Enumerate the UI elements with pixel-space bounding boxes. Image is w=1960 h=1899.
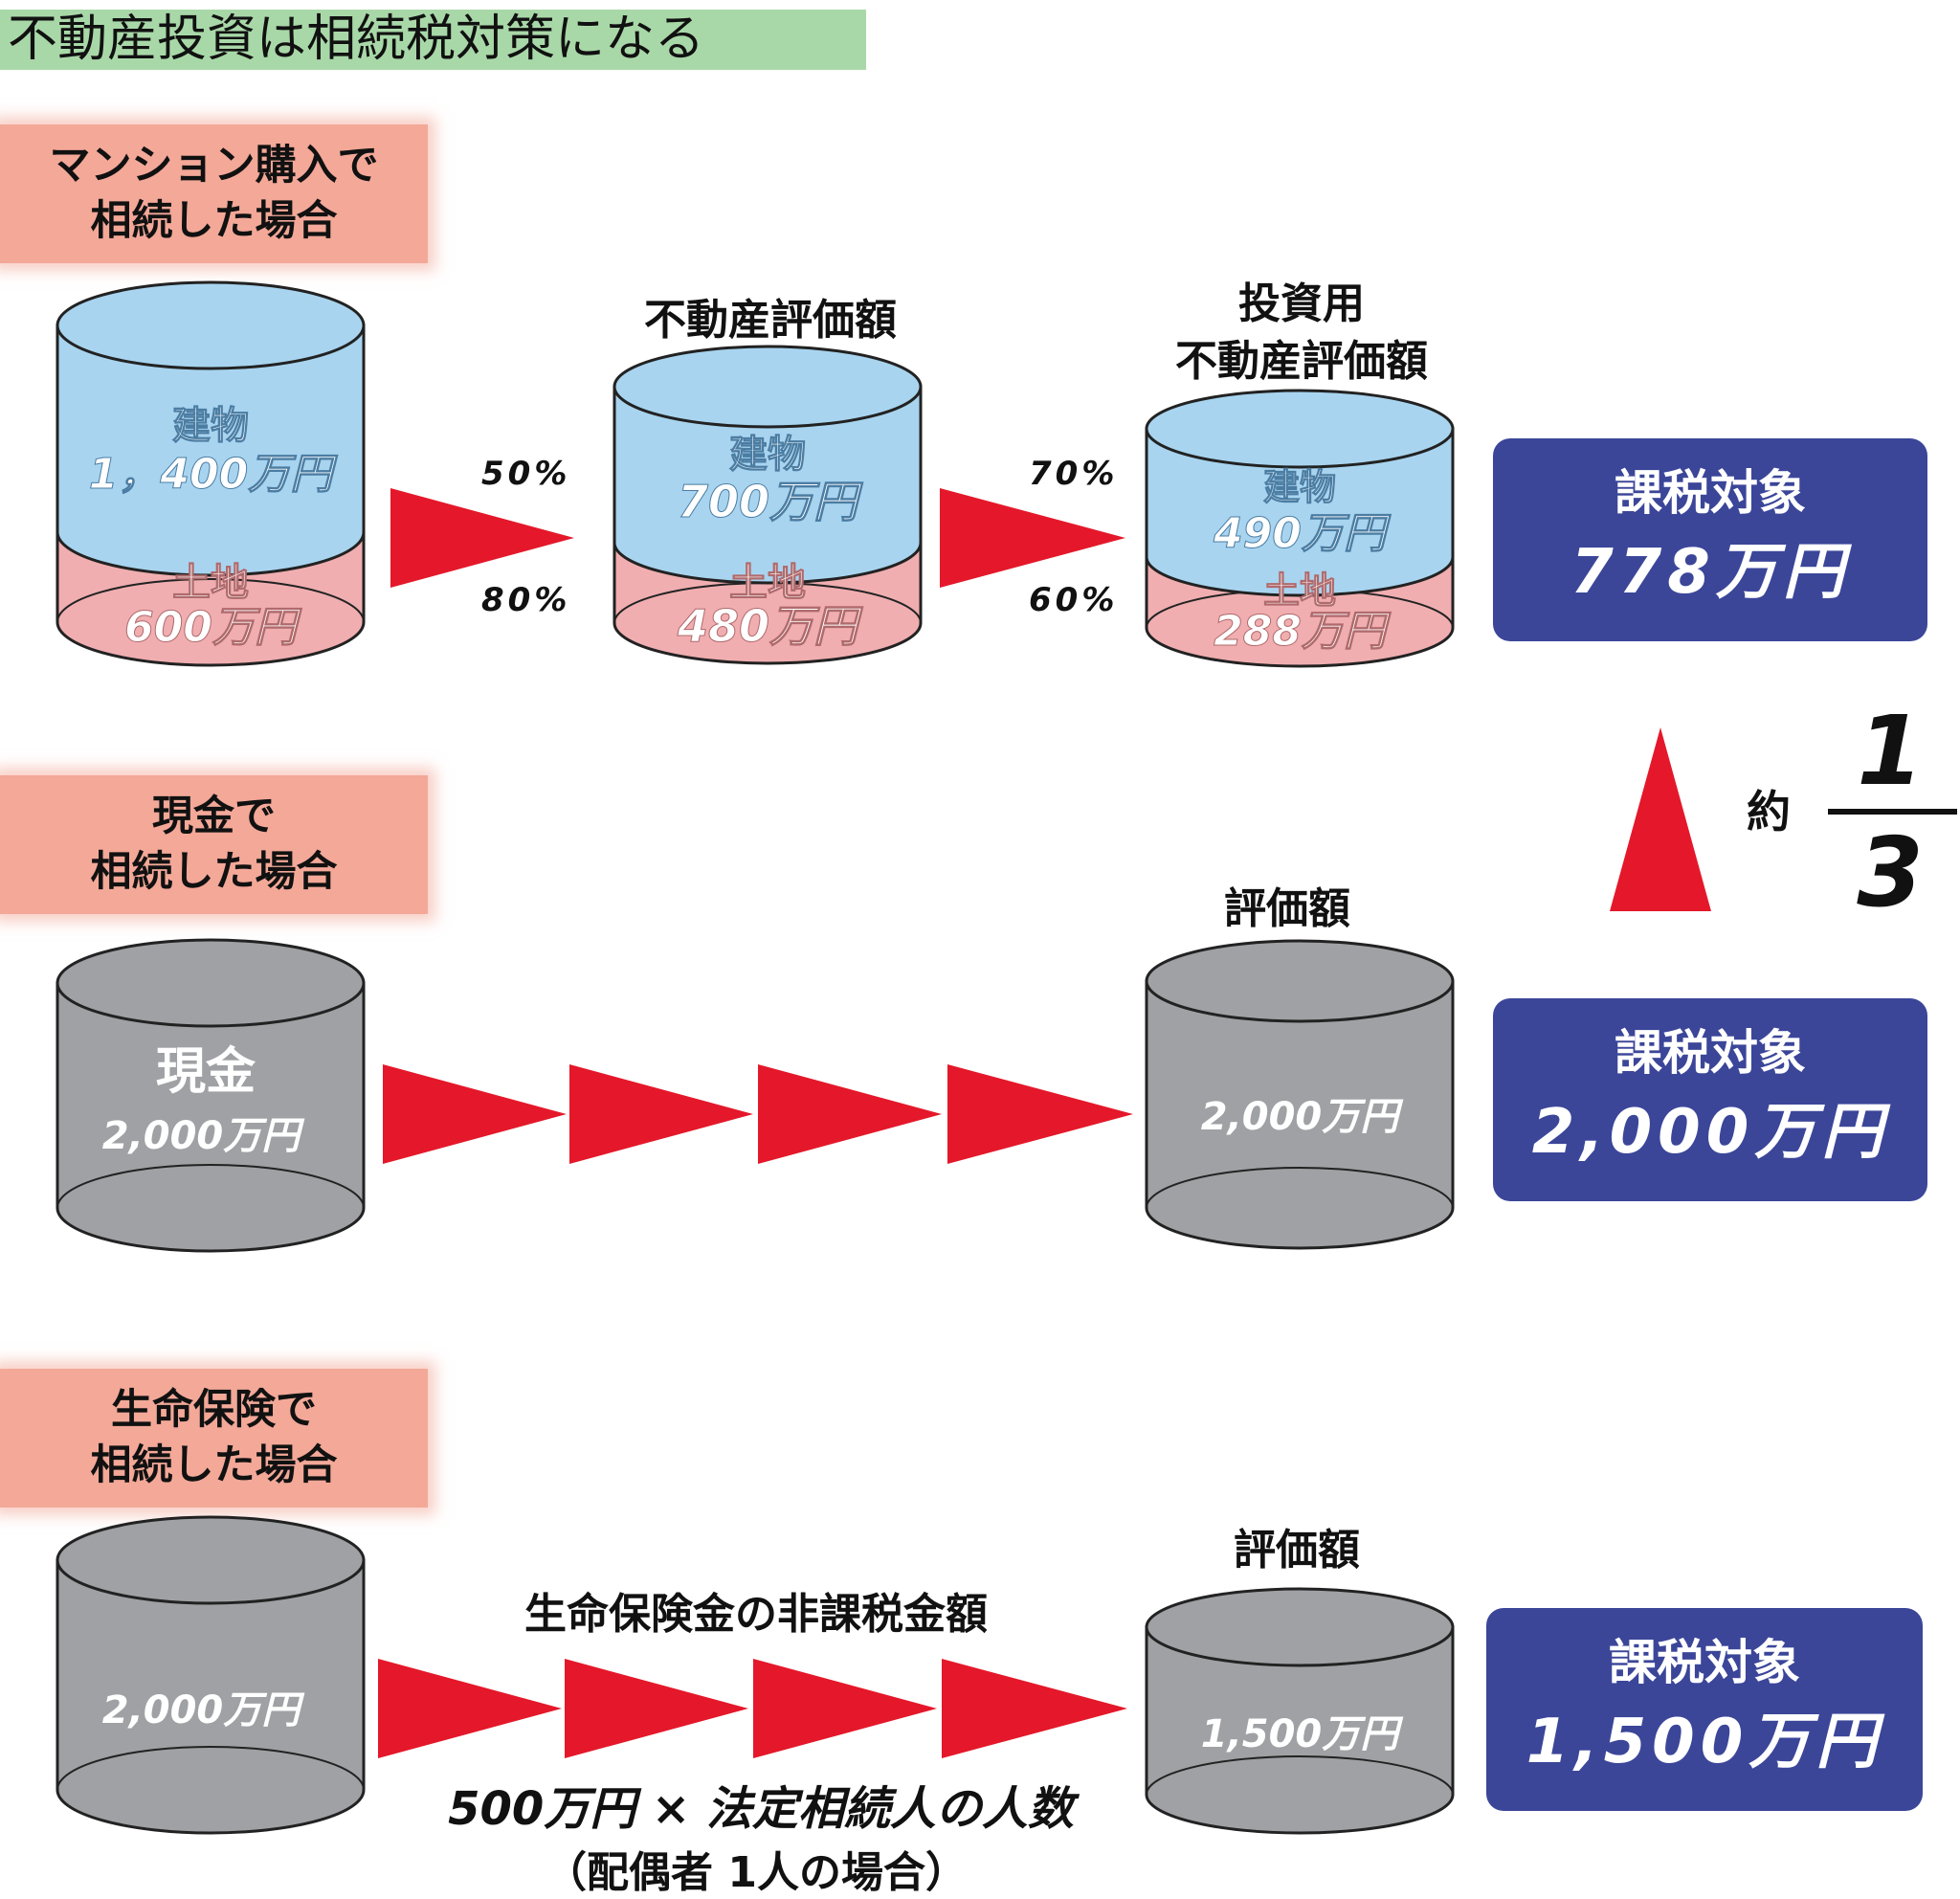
section-label-line1: マンション購入で (49, 142, 379, 190)
insurance-valuation-value: 1,500万円 (1201, 1712, 1405, 1756)
rate-building-1: 50% (481, 455, 571, 493)
heading-insurance-valuation: 評価額 (1234, 1526, 1360, 1575)
arrow-right-cash-4 (947, 1064, 1133, 1164)
arrow-right-cash-3 (758, 1064, 942, 1164)
insurance-formula: 500万円 × 法定相続人の人数 (448, 1782, 1074, 1836)
section-label-insurance: 生命保険で 相続した場合 (0, 1369, 428, 1508)
building-value: 700万円 (678, 476, 863, 527)
result-box-cash: 課税対象 2,000万円 (1493, 998, 1927, 1201)
cash-label: 現金 (156, 1043, 256, 1101)
arrow-right-2 (940, 488, 1125, 588)
rate-building-2: 70% (1029, 455, 1119, 493)
arrow-right-insurance-4 (942, 1659, 1127, 1758)
cylinder-mansion-3: 建物 490万円 土地 288万円 (1145, 389, 1455, 668)
arrow-up (1610, 727, 1711, 911)
section-label-line2: 相続した場合 (90, 197, 338, 245)
cash-valuation-value: 2,000万円 (1201, 1095, 1405, 1139)
section-label-line2: 相続した場合 (90, 1441, 338, 1489)
arrow-right-cash-2 (569, 1064, 753, 1164)
result-value: 2,000万円 (1531, 1097, 1889, 1168)
building-label: 建物 (1263, 466, 1336, 508)
land-label: 土地 (172, 561, 249, 605)
rate-land-1: 80% (481, 581, 571, 619)
building-value: 1，400万円 (89, 450, 338, 499)
heading-line2: 不動産評価額 (1175, 337, 1428, 386)
fraction-denominator: 3 (1857, 816, 1924, 928)
arrow-right-insurance-1 (378, 1659, 562, 1758)
heading-real-estate-valuation: 不動産評価額 (644, 296, 897, 345)
fraction-numerator: 1 (1857, 695, 1924, 807)
building-value: 490万円 (1213, 509, 1392, 558)
insurance-formula-note: （配偶者 1人の場合） (545, 1848, 968, 1897)
heading-investment-valuation: 投資用 不動産評価額 (1144, 276, 1459, 391)
section-label-mansion: マンション購入で 相続した場合 (0, 124, 428, 263)
section-label-line2: 相続した場合 (90, 848, 338, 896)
result-box-mansion: 課税対象 778万円 (1493, 438, 1927, 641)
section-label-cash: 現金で 相続した場合 (0, 775, 428, 914)
building-label: 建物 (172, 404, 249, 448)
arrow-right-cash-1 (383, 1064, 567, 1164)
result-value: 778万円 (1570, 537, 1850, 608)
result-box-insurance: 課税対象 1,500万円 (1486, 1608, 1923, 1811)
building-label: 建物 (729, 433, 806, 477)
result-label: 課税対象 (1615, 465, 1806, 521)
section-label-line1: 現金で (152, 793, 276, 840)
result-value: 1,500万円 (1526, 1707, 1883, 1777)
cylinder-cash-1: 現金 2,000万円 (56, 938, 366, 1253)
land-label: 土地 (729, 561, 806, 605)
cash-value: 2,000万円 (102, 1114, 306, 1158)
insurance-arrow-caption: 生命保険金の非課税金額 (524, 1590, 988, 1639)
page-title: 不動産投資は相続税対策になる (0, 10, 866, 70)
land-value: 288万円 (1214, 607, 1392, 656)
cylinder-mansion-2: 建物 700万円 土地 480万円 (612, 345, 923, 665)
fraction-bar (1828, 809, 1957, 815)
section-label-line1: 生命保険で (111, 1386, 317, 1434)
approx-label: 約 (1747, 786, 1791, 838)
cylinder-insurance-2: 1,500万円 (1145, 1587, 1455, 1835)
arrow-right-1 (390, 488, 574, 588)
cylinder-cash-2: 2,000万円 (1145, 939, 1455, 1250)
result-label: 課税対象 (1615, 1025, 1806, 1081)
heading-cash-valuation: 評価額 (1224, 884, 1350, 933)
cylinder-insurance-1: 2,000万円 (56, 1515, 366, 1835)
land-value: 480万円 (677, 600, 863, 652)
arrow-right-insurance-3 (753, 1659, 937, 1758)
land-label: 土地 (1263, 570, 1336, 612)
arrow-right-insurance-2 (565, 1659, 748, 1758)
rate-land-2: 60% (1029, 581, 1119, 619)
heading-line1: 投資用 (1238, 279, 1365, 328)
result-label: 課税対象 (1609, 1635, 1800, 1690)
cylinder-mansion-1: 建物 1，400万円 土地 600万円 (56, 280, 366, 667)
insurance-value: 2,000万円 (102, 1688, 306, 1732)
land-value: 600万円 (124, 603, 302, 652)
